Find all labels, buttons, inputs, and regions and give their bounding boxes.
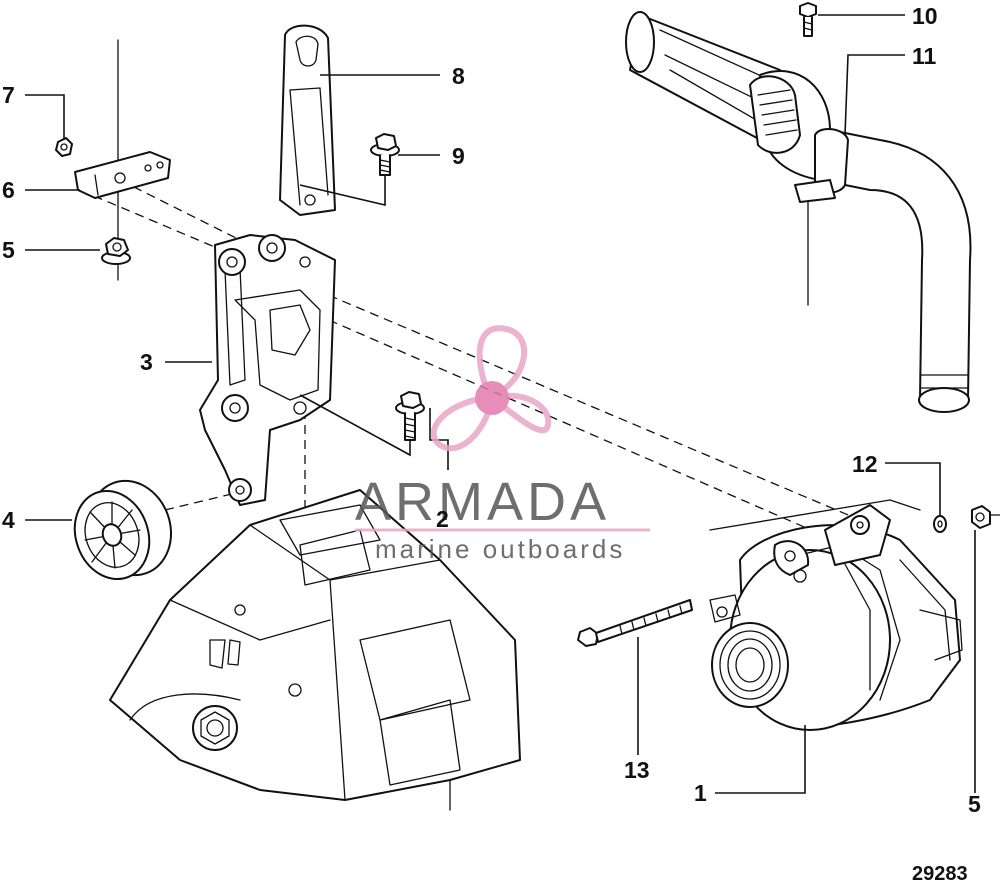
callout-8: 8 — [452, 63, 465, 89]
bolt-9 — [370, 133, 400, 176]
flange-nut-right — [971, 505, 1000, 529]
mounting-bracket — [199, 234, 336, 506]
armada-watermark: ARMADA marine outboards — [355, 325, 650, 564]
air-intake-hose — [625, 11, 972, 413]
brace-strap — [74, 151, 171, 199]
through-bolt — [577, 599, 693, 647]
support-arm — [279, 24, 336, 216]
flange-nut-left — [101, 237, 131, 265]
washer-12 — [933, 515, 947, 533]
callout-4: 4 — [2, 507, 15, 533]
bolt-2 — [395, 391, 425, 441]
alternator — [709, 504, 963, 731]
callout-1: 1 — [694, 780, 707, 806]
diagram-reference-number: 29283 — [912, 863, 968, 885]
leader-lines — [25, 14, 976, 794]
callout-13: 13 — [624, 757, 650, 783]
propeller-logo-icon — [430, 325, 552, 452]
callout-6: 6 — [2, 177, 15, 203]
watermark-brand: ARMADA — [355, 472, 610, 532]
watermark-tagline: marine outboards — [375, 534, 625, 564]
idler-pulley — [73, 479, 173, 581]
callout-12: 12 — [852, 451, 878, 477]
callout-2: 2 — [436, 506, 449, 532]
callout-3: 3 — [140, 349, 153, 375]
nut-small — [55, 137, 73, 157]
callout-10: 10 — [912, 3, 938, 29]
callout-11: 11 — [912, 43, 937, 69]
callout-9: 9 — [452, 143, 465, 169]
screw-10 — [799, 2, 817, 37]
callout-7: 7 — [2, 82, 15, 108]
callout-5-right: 5 — [968, 791, 981, 817]
callout-labels: 1 2 3 4 5 5 6 7 8 9 10 11 12 13 — [2, 3, 981, 817]
callout-5-left: 5 — [2, 237, 15, 263]
engine-block — [109, 489, 521, 811]
